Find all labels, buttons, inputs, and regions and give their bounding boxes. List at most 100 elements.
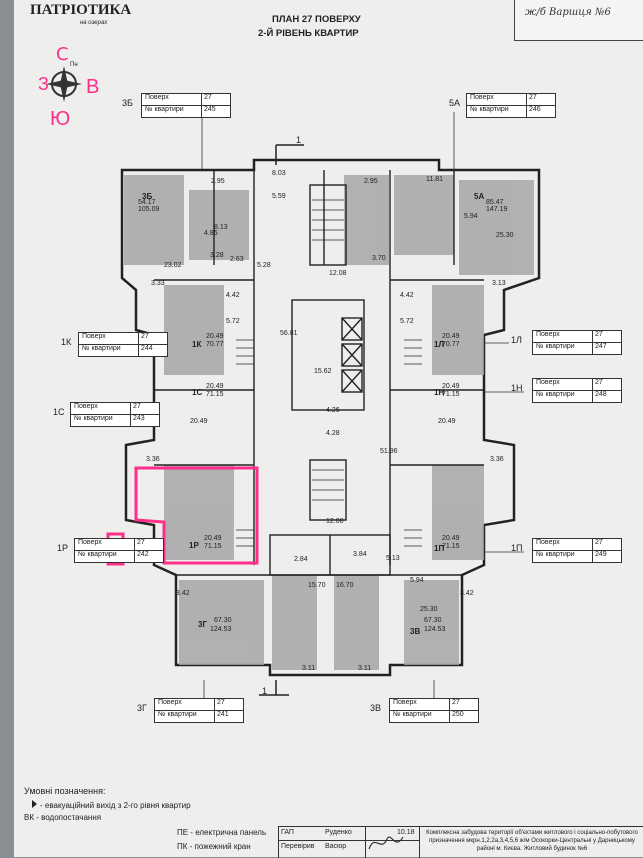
number-label: № квартири xyxy=(390,711,450,722)
room-label: 71.15 xyxy=(442,391,460,398)
number-value: 244 xyxy=(141,345,153,352)
number-label: № квартири xyxy=(533,343,593,354)
room-label: 1К xyxy=(192,340,202,349)
room-label: 5.94 xyxy=(410,577,424,584)
room-label: 1П xyxy=(434,544,445,553)
plan-subtitle: 2-Й РІВЕНЬ КВАРТИР xyxy=(258,28,359,39)
room-label: 23.02 xyxy=(164,262,182,269)
room-label: 124.53 xyxy=(210,626,232,633)
legend-title: Умовні позначення: xyxy=(24,786,106,796)
apartment-code: 1Н xyxy=(511,383,523,393)
room-label: 5.13 xyxy=(386,555,400,562)
signature-icon xyxy=(368,836,404,850)
room-label: 20.49 xyxy=(442,535,460,542)
number-value: 250 xyxy=(452,711,464,718)
compass-east: В xyxy=(86,76,100,98)
room-label: 3Б xyxy=(142,192,153,201)
room-label: 71.15 xyxy=(204,543,222,550)
floor-value: 27 xyxy=(141,333,149,340)
room-label: 20.49 xyxy=(206,333,224,340)
room-label: 3Г xyxy=(198,620,207,629)
number-label: № квартири xyxy=(79,345,139,356)
apartment-code: 3В xyxy=(370,703,382,713)
room-label: 3.70 xyxy=(372,255,386,262)
apartment-code: 1К xyxy=(61,337,72,347)
room-label: 3.36 xyxy=(146,456,160,463)
room-label: 5.28 xyxy=(257,262,271,269)
room-label: 15.70 xyxy=(308,582,326,589)
room-label: 71.15 xyxy=(206,391,224,398)
number-value: 241 xyxy=(217,711,229,718)
floor-label: Поверх xyxy=(533,379,593,390)
project-description: Комплексна забудова території об'єктами … xyxy=(426,830,638,852)
room-label: 71.15 xyxy=(442,543,460,550)
room-label: 70.77 xyxy=(206,341,224,348)
title-block: ГАП Руденко Перевірив Васюр 10.18 Компле… xyxy=(278,826,643,858)
logo: ПАТРІОТИКА xyxy=(30,2,132,18)
room-label: 1Л xyxy=(434,340,445,349)
exit-arrow-icon xyxy=(32,800,37,808)
number-label: № квартири xyxy=(75,551,135,562)
room-label: 1Н xyxy=(434,388,445,397)
room-label: 5.94 xyxy=(464,213,478,220)
room-label: 3В xyxy=(410,627,421,636)
room-label: 2.63 xyxy=(230,256,244,263)
section-mark-top: 1 xyxy=(296,135,302,145)
room-label: 3.13 xyxy=(492,280,506,287)
room-label: 4.28 xyxy=(326,430,340,437)
floor-value: 27 xyxy=(137,539,145,546)
floor-value: 27 xyxy=(204,94,212,101)
logo-sub: на озерах xyxy=(80,20,108,26)
legend-item-pe: ПЕ - електрична панель xyxy=(177,828,267,837)
sheet-number: 10.18 xyxy=(397,829,415,836)
floor-label: Поверх xyxy=(390,699,450,710)
number-label: № квартири xyxy=(155,711,215,722)
room-label: 4.85 xyxy=(204,230,218,237)
room-label: 4.42 xyxy=(400,292,414,299)
floor-label: Поверх xyxy=(155,699,215,710)
apartment-code: 3Г xyxy=(137,703,147,713)
document-sheet: ПАТРІОТИКА на озерах ПЛАН 27 ПОВЕРХУ 2-Й… xyxy=(14,0,643,858)
floor-value: 27 xyxy=(595,379,603,386)
room-label: 1С xyxy=(192,388,203,397)
room-label: 2.95 xyxy=(211,178,225,185)
room-label: 5.59 xyxy=(272,193,286,200)
room-label: 5.72 xyxy=(400,318,414,325)
compass-north: С xyxy=(56,44,69,65)
room-label: 25.30 xyxy=(420,606,438,613)
gap-label: ГАП xyxy=(281,829,294,836)
check-name: Васюр xyxy=(325,843,347,850)
room-label: 4.26 xyxy=(326,407,340,414)
room-label: 16.70 xyxy=(336,582,354,589)
floor-label: Поверх xyxy=(467,94,527,105)
room-label: 20.49 xyxy=(442,383,460,390)
room-label: 2.95 xyxy=(364,178,378,185)
number-label: № квартири xyxy=(533,551,593,562)
room-label: 3.11 xyxy=(358,665,372,672)
room-label: 12.08 xyxy=(326,518,344,525)
section-mark-bottom: 1 xyxy=(262,686,268,696)
floor-value: 27 xyxy=(217,699,225,706)
compass-top-label: Пн xyxy=(70,62,78,68)
legend-text: - евакуаційний вихід з 2-го рівня кварти… xyxy=(40,801,191,810)
apartment-code: 1Л xyxy=(511,335,522,345)
gap-name: Руденко xyxy=(325,829,352,836)
floor-value: 27 xyxy=(452,699,460,706)
stamp-text: ж/б Варшця №6 xyxy=(525,7,611,18)
room-label: 25.30 xyxy=(496,232,514,239)
number-value: 246 xyxy=(529,106,541,113)
room-label: 4.42 xyxy=(226,292,240,299)
floor-label: Поверх xyxy=(79,333,139,344)
apartment-code: 3Б xyxy=(122,98,133,108)
room-label: 3.11 xyxy=(302,665,316,672)
legend-item-vk: ВК - водопостачання xyxy=(24,813,102,822)
